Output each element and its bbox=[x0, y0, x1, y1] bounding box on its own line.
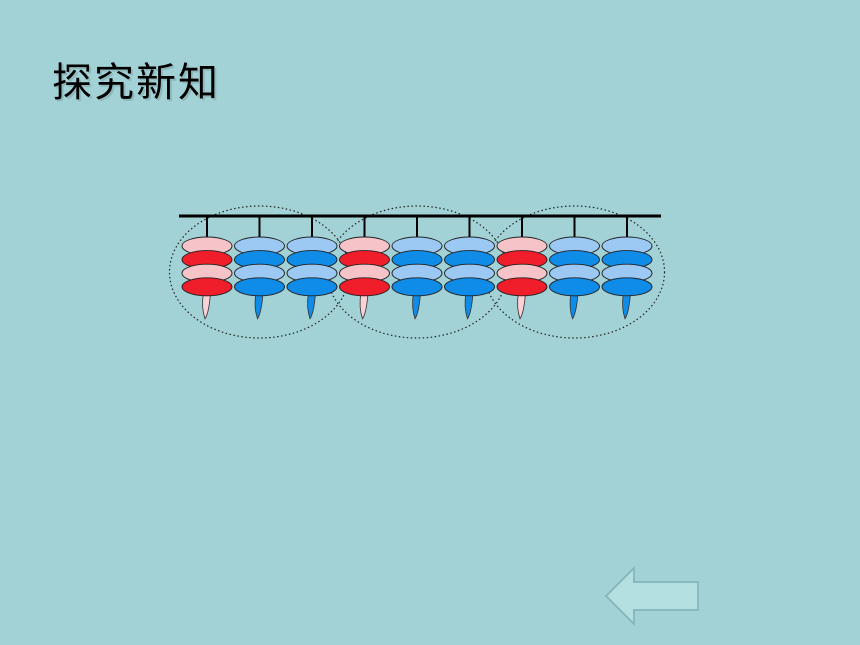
abacus-rod bbox=[601, 216, 653, 320]
abacus-bead bbox=[234, 277, 285, 297]
rod-pendant bbox=[412, 292, 421, 320]
abacus-bead bbox=[549, 277, 600, 297]
left-arrow-icon bbox=[604, 566, 699, 626]
abacus-rod bbox=[286, 216, 338, 320]
abacus-rod bbox=[444, 216, 495, 320]
rod-pendant bbox=[622, 292, 631, 320]
abacus-rod bbox=[234, 216, 285, 320]
rod-pendant bbox=[569, 292, 579, 320]
rod-pendant bbox=[307, 292, 316, 320]
abacus-rod bbox=[391, 216, 443, 320]
abacus-bead bbox=[286, 277, 338, 297]
abacus-bead bbox=[181, 277, 233, 297]
abacus-rods bbox=[181, 216, 653, 320]
group-outline bbox=[483, 205, 666, 339]
abacus-bead bbox=[339, 277, 390, 297]
abacus-bead bbox=[496, 277, 548, 297]
rod-pendant bbox=[202, 292, 211, 320]
abacus-rod bbox=[549, 216, 600, 320]
abacus-bead bbox=[391, 277, 443, 297]
rod-pendant bbox=[464, 292, 474, 320]
abacus-rod bbox=[181, 216, 233, 320]
slide-title: 探究新知 bbox=[52, 60, 220, 106]
rod-pendant bbox=[254, 292, 264, 320]
abacus-bead bbox=[601, 277, 653, 297]
rod-pendant bbox=[517, 292, 526, 320]
abacus-bead bbox=[444, 277, 495, 297]
back-arrow-button[interactable] bbox=[604, 566, 700, 626]
abacus-rod bbox=[339, 216, 390, 320]
rod-pendant bbox=[359, 292, 369, 320]
abacus-rod bbox=[496, 216, 548, 320]
